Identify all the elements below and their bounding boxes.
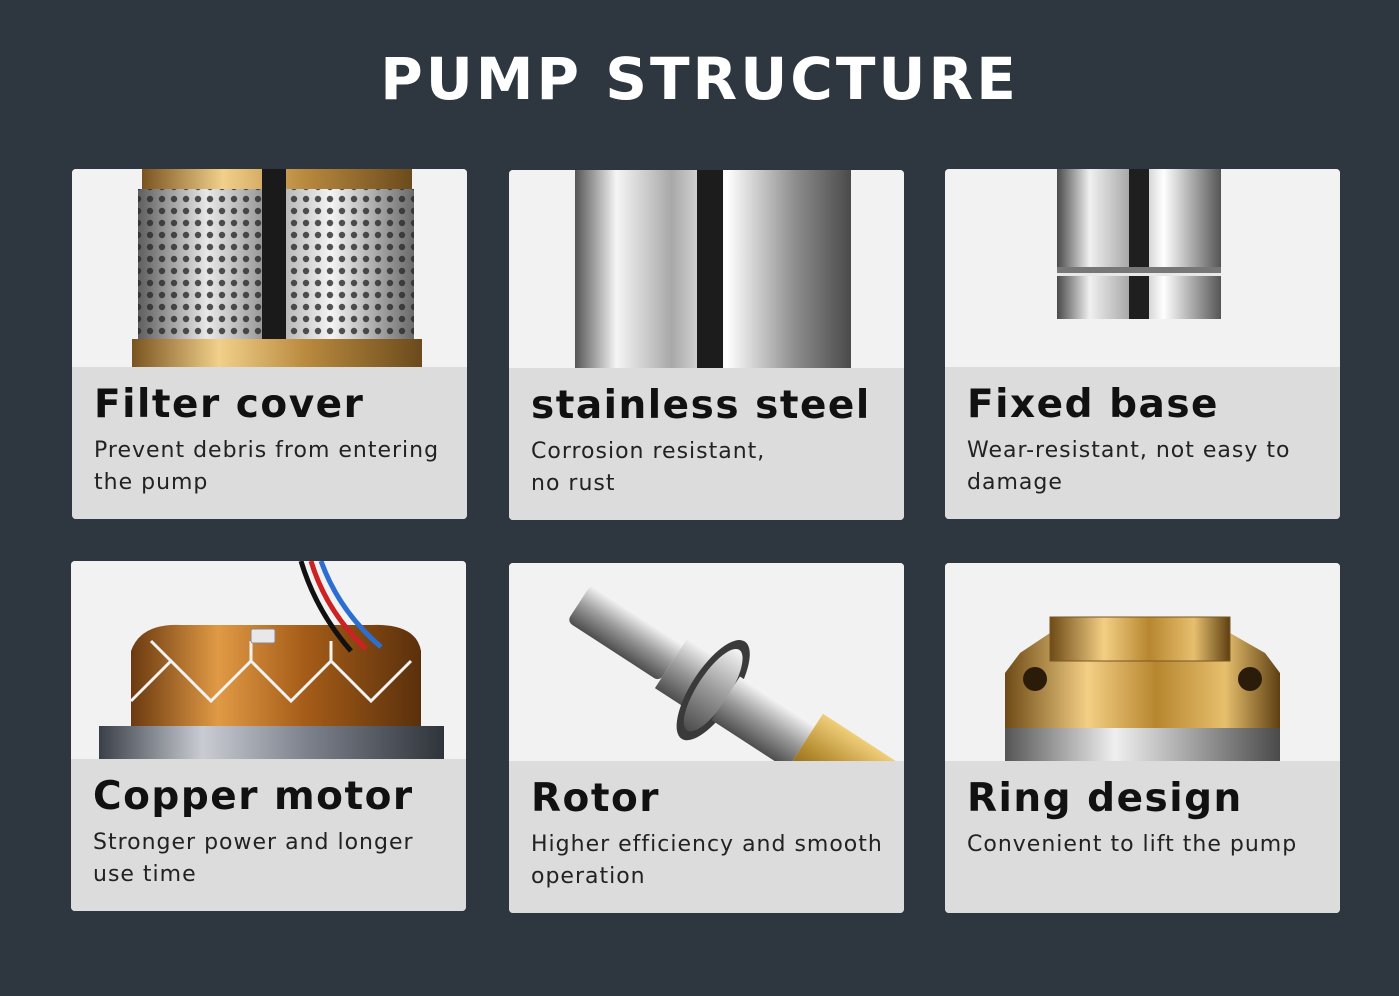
- card-caption: Copper motor Stronger power and longer u…: [71, 759, 466, 911]
- card-heading: Ring design: [967, 776, 1243, 821]
- card-heading: Filter cover: [94, 382, 365, 427]
- page-title: PUMP STRUCTURE: [380, 45, 1019, 113]
- feature-card-rotor: Rotor Higher efficiency and smooth opera…: [509, 563, 904, 913]
- card-heading: stainless steel: [531, 383, 871, 428]
- feature-card-stainless-steel: stainless steel Corrosion resistant, no …: [509, 170, 904, 520]
- copper-motor-photo: [71, 561, 466, 759]
- card-description: Prevent debris from entering the pump: [94, 438, 440, 495]
- card-heading: Fixed base: [967, 382, 1220, 427]
- card-caption: Rotor Higher efficiency and smooth opera…: [509, 761, 904, 913]
- card-heading: Rotor: [531, 776, 660, 821]
- card-description: Convenient to lift the pump: [967, 832, 1298, 857]
- card-caption: Filter cover Prevent debris from enterin…: [72, 367, 467, 519]
- card-caption: Fixed base Wear-resistant, not easy to d…: [945, 367, 1340, 519]
- feature-card-copper-motor: Copper motor Stronger power and longer u…: [71, 561, 466, 911]
- card-caption: Ring design Convenient to lift the pump: [945, 761, 1340, 913]
- card-heading: Copper motor: [93, 774, 414, 819]
- card-description: Stronger power and longer use time: [93, 830, 414, 887]
- ring-design-photo: [945, 563, 1340, 761]
- card-description: Corrosion resistant, no rust: [531, 439, 766, 496]
- card-description: Wear-resistant, not easy to damage: [967, 438, 1291, 495]
- fixed-base-photo: [945, 169, 1340, 367]
- feature-card-ring-design: Ring design Convenient to lift the pump: [945, 563, 1340, 913]
- stainless-steel-photo: [509, 170, 904, 368]
- card-description: Higher efficiency and smooth operation: [531, 832, 883, 889]
- feature-card-filter-cover: Filter cover Prevent debris from enterin…: [72, 169, 467, 519]
- card-caption: stainless steel Corrosion resistant, no …: [509, 368, 904, 520]
- feature-card-fixed-base: Fixed base Wear-resistant, not easy to d…: [945, 169, 1340, 519]
- filter-cover-photo: [72, 169, 467, 367]
- rotor-photo: [509, 563, 904, 761]
